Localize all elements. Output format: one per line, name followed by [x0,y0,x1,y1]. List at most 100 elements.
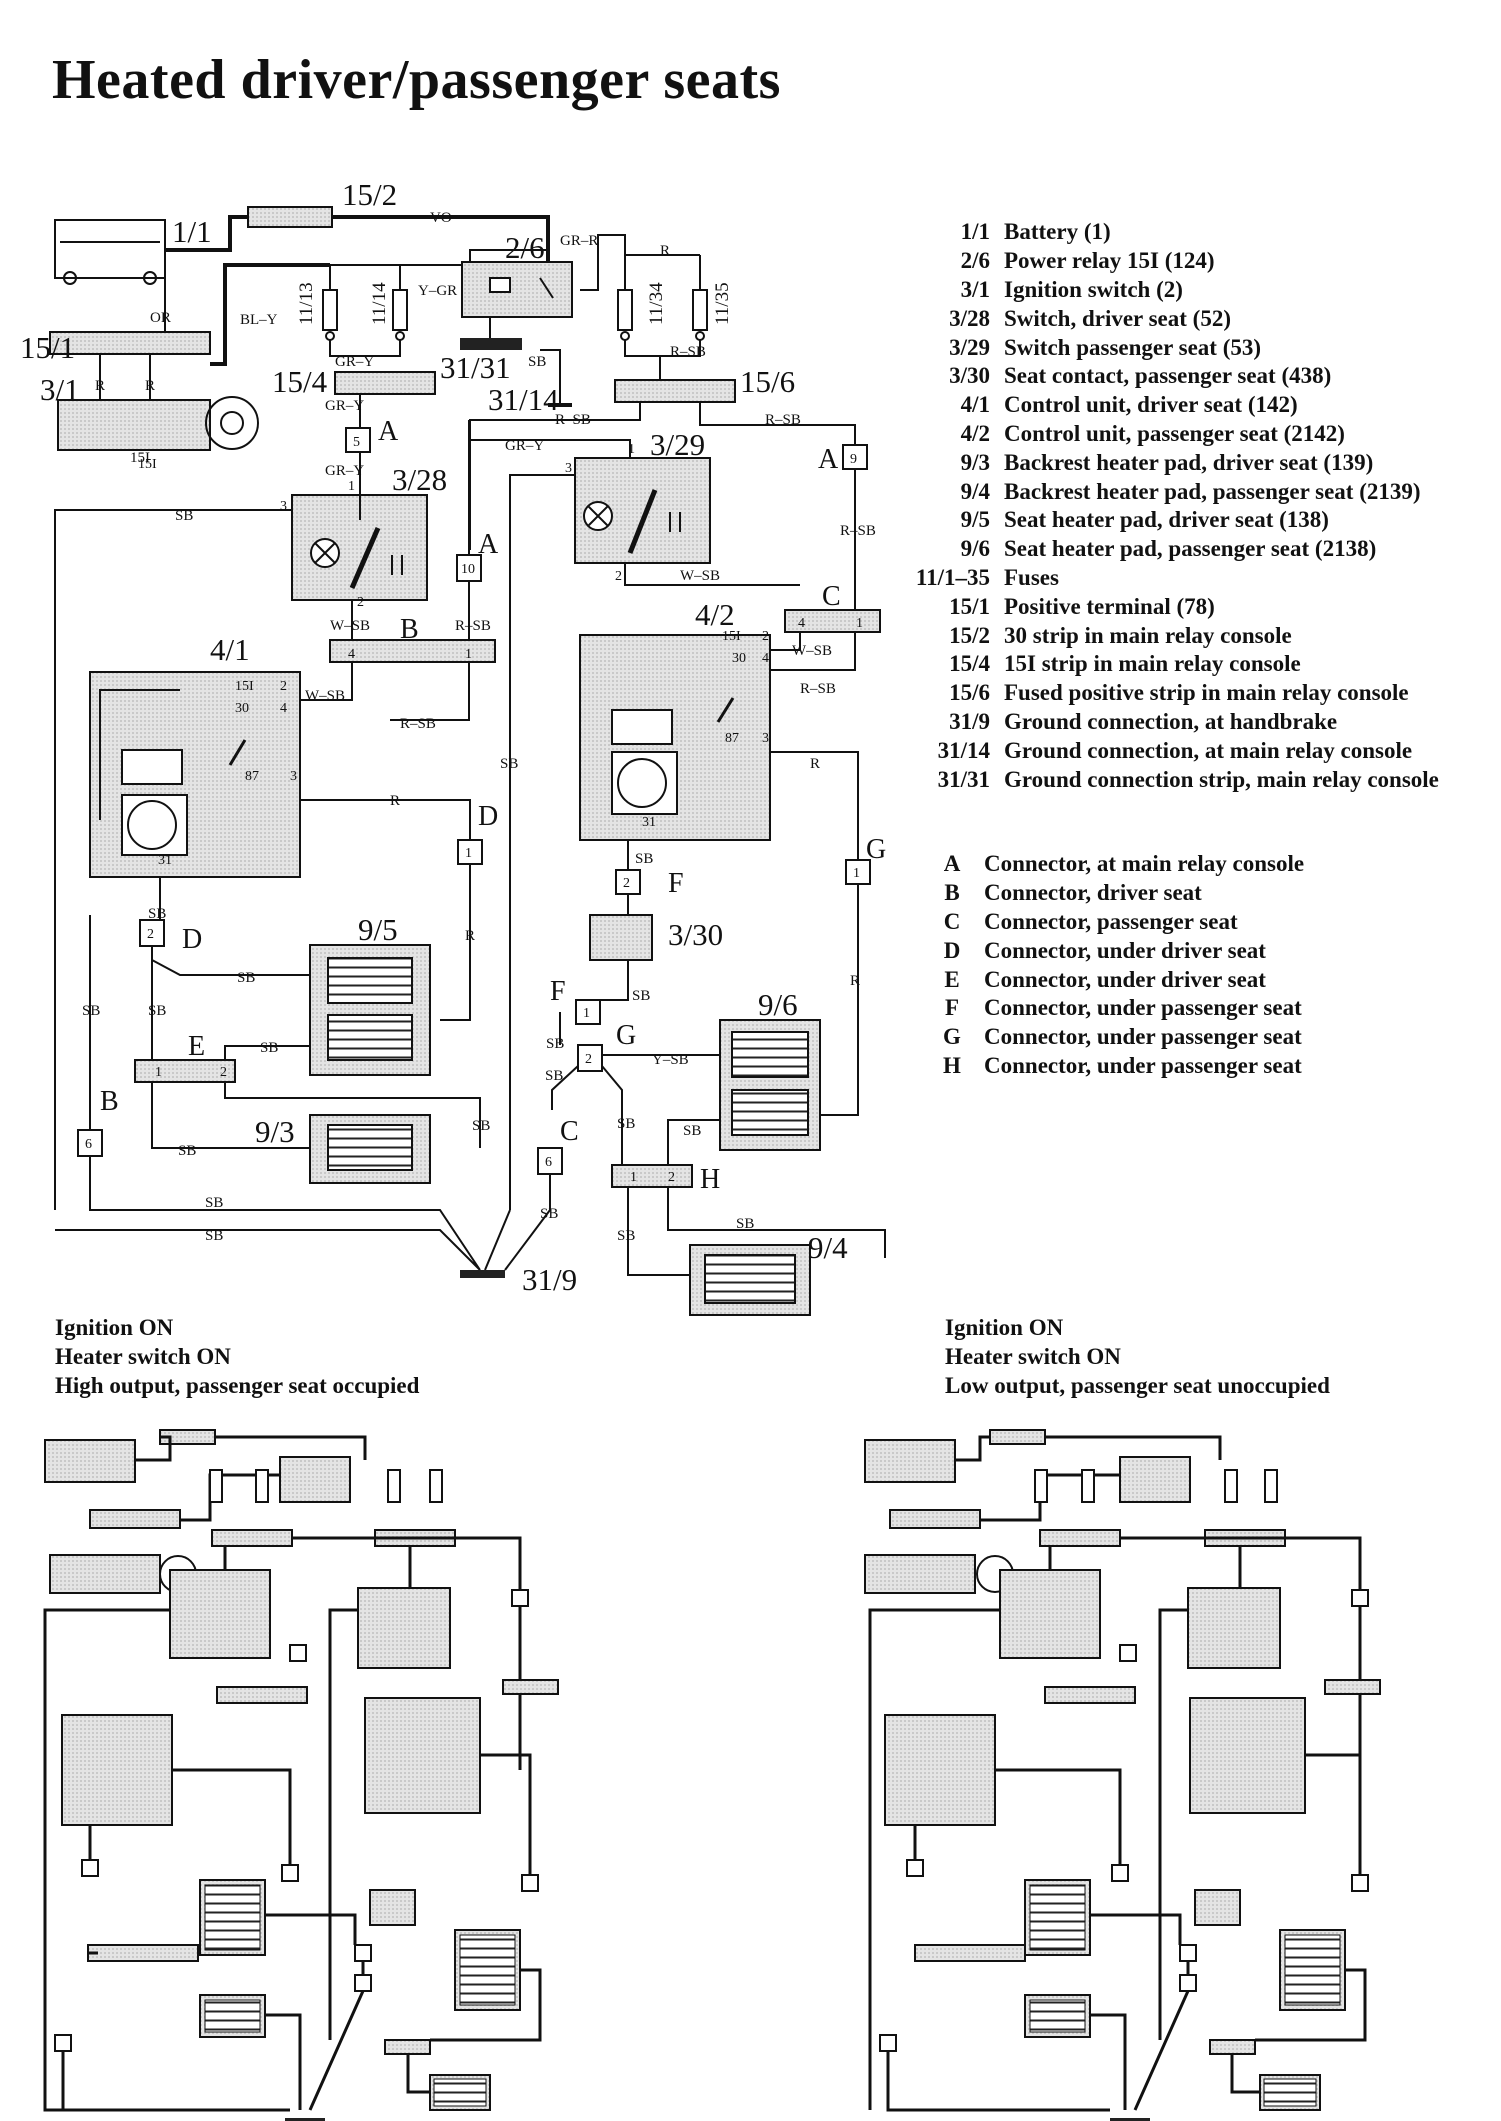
legend-code: 1/1 [960,219,990,245]
wire-w-sb-1: W–SB [680,568,720,584]
pin-3-29-2: 2 [615,569,622,584]
legend-description: Ground connection, at handbrake [1004,708,1338,734]
wire-sb-14: SB [472,1118,490,1134]
state-occupied-line2: Heater switch ON [55,1344,231,1369]
wire-r-3: R [145,378,155,394]
legend-code: 31/31 [937,766,990,792]
pin-4-2-31: 31 [642,815,656,830]
legend-description: Fuses [1004,564,1059,590]
legend-description: Power relay 15I (124) [1004,248,1215,274]
wire-w-sb-4: W–SB [305,688,345,704]
label-ground-handbrake: 31/9 [522,1262,577,1297]
label-ignition-switch: 3/1 [40,372,80,407]
wire-r-4: R [810,756,820,772]
label-fuse-11-35: 11/35 [712,282,733,325]
pin-f-1: 1 [583,1006,590,1021]
wire-sb-15: SB [683,1123,701,1139]
legend-description: Switch passenger seat (53) [1004,334,1262,360]
connector-a-10 [456,554,482,582]
fuse-11-35 [692,289,708,331]
legend-description: Seat heater pad, driver seat (138) [1004,507,1329,533]
legend-row: 15/4 15I strip in main relay console [880,650,1439,679]
strip-fused [614,379,736,403]
label-seat-contact: 3/30 [668,917,723,952]
pin-c-1: 1 [856,616,863,631]
label-positive-terminal: 15/1 [20,330,75,365]
pin-4-2-3: 3 [762,731,769,746]
legend-description: Ground connection, at main relay console [1004,737,1413,763]
label-fused-strip: 15/6 [740,364,795,399]
pin-a-5: 5 [353,435,360,450]
connector-description: Connector, under passenger seat [984,995,1302,1021]
pin-e-1: 1 [155,1065,162,1080]
pin-4-2-2: 2 [762,629,769,644]
connector-letter-labels: A A A B C D G F D E F G B C H [100,416,886,1195]
legend-code: 15/6 [949,680,990,706]
wire-gr-y-3: GR–Y [505,438,544,454]
pin-g-1: 1 [853,866,860,881]
battery [54,219,166,279]
positive-terminal [49,331,211,355]
connector-f-1 [575,999,601,1025]
pin-3-28-2: 2 [357,595,364,610]
state-unoccupied-line2: Heater switch ON [945,1344,1121,1369]
legend-description: Seat contact, passenger seat (438) [1004,363,1332,389]
state-occupied-line1: Ignition ON [55,1315,174,1340]
pin-4-2-87: 87 [725,731,739,746]
connector-code: H [943,1052,961,1078]
connector-e [134,1059,236,1083]
wire-gr-y-2: GR–Y [325,398,364,414]
pin-d-2: 2 [147,927,154,942]
letter-e-1: E [188,1031,205,1062]
wire-sb-16: SB [178,1143,196,1159]
pin-b-6: 6 [85,1137,92,1152]
wire-r-sb-6: R–SB [400,716,436,732]
strip-30 [247,206,333,228]
letter-d-1: D [478,801,498,832]
wire-r-6: R [465,928,475,944]
pin-g-2: 2 [585,1052,592,1067]
state-unoccupied-line3: Low output, passenger seat unoccupied [945,1373,1330,1398]
ignition-switch [57,399,211,451]
wire-r-sb-2: R–SB [555,412,591,428]
legend-description: Control unit, driver seat (142) [1004,392,1298,418]
legend-description: Ground connection strip, main relay cons… [1004,766,1439,792]
wire-r-sb-3: R–SB [765,412,801,428]
label-ground-strip: 31/31 [440,350,511,385]
letter-f-1: F [668,868,684,899]
letter-b-1: B [400,614,419,645]
connector-a-5 [345,427,371,453]
letter-a-2: A [818,444,839,475]
legend-description: 15I strip in main relay console [1004,651,1301,677]
wire-r-sb-1: R–SB [670,344,706,360]
wire-sb-8: SB [82,1003,100,1019]
wire-ign-1: 15I [130,450,150,466]
pin-4-2-4: 4 [762,651,769,666]
connector-c-6 [537,1147,563,1175]
state-caption-unoccupied: Ignition ON Heater switch ON Low output,… [945,1313,1330,1400]
wire-r-5: R [390,793,400,809]
letter-c-2: C [560,1116,579,1147]
pin-3-29-3: 3 [565,461,572,476]
legend-code: 15/4 [949,651,990,677]
legend-code: 11/1–35 [915,564,990,590]
wire-sb-20: SB [736,1216,754,1232]
wire-r-7: R [850,973,860,989]
legend-code: 3/28 [949,305,990,331]
pin-h-2: 2 [668,1170,675,1185]
fuse-11-34 [617,289,633,331]
label-strip-15i: 15/4 [272,364,328,399]
wire-sb-2: SB [175,508,193,524]
legend-code: 2/6 [960,248,990,274]
legend-description: Control unit, passenger seat (2142) [1004,420,1345,446]
label-switch-passenger: 3/29 [650,427,705,462]
legend-row: 11/1–35 Fuses [880,564,1439,593]
